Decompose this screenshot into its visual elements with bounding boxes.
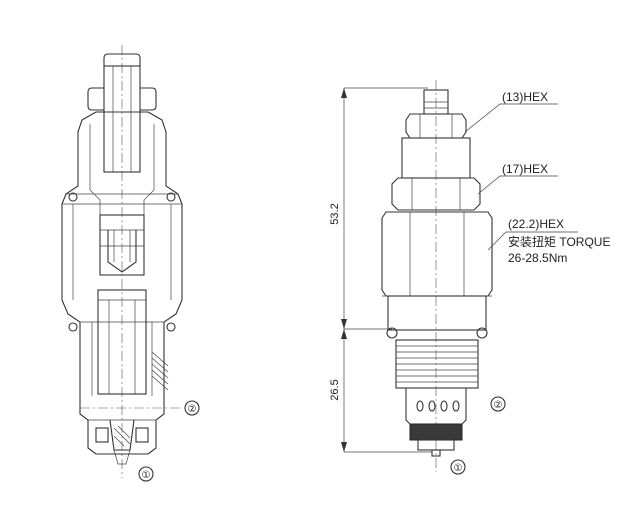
dim-arrow-3 [341,329,347,339]
locknut-left [87,87,104,111]
label-hex17: (17)HEX [502,162,548,176]
leader-hex22 [487,231,578,251]
seat-ring-right [135,427,149,443]
port2-label-left: ② [188,404,197,415]
port1-marker-right [450,459,466,475]
nozzle [109,419,135,451]
cross-hole-1 [416,400,424,412]
bonnet-outline-left [61,111,97,396]
seat-left [79,396,97,455]
stem-top [103,53,141,66]
dim-arrow-2 [341,319,347,329]
cross-hole-2 [428,400,436,412]
piston [97,289,147,395]
cross-hole-3 [440,400,448,412]
dim-upper-label: 53.2 [329,203,341,224]
oring-4 [166,322,176,332]
thread-hatch [151,351,169,391]
nose-pin [431,449,441,457]
section-view: ② ① [61,45,200,482]
external-view: 53.2 26.5 (13)HEX (17)HEX (22.2)HEX 安装扭矩… [329,80,610,475]
port2-marker-left [184,400,200,416]
poppet-tip [107,230,137,273]
cross-hole-4 [452,400,460,412]
bonnet-outline-right [147,111,183,396]
nose-seal [409,423,463,441]
oring-ext-left [386,327,398,339]
leader-hex13 [464,103,558,133]
thread-lines [396,345,478,383]
leader-hex17 [477,175,558,195]
dim-arrow-4 [341,442,347,452]
oring-ext-right [476,327,488,339]
hex22-body [381,211,493,297]
label-torque-value: 26-28.5Nm [508,251,567,265]
port2-marker-right [490,396,506,412]
label-hex13: (13)HEX [502,90,548,104]
locknut-right [140,87,157,111]
port1-label-right: ① [454,463,463,474]
oring-1 [68,192,78,202]
label-hex22: (22.2)HEX [508,217,564,231]
dim-lower-label: 26.5 [329,379,341,400]
label-torque: 安装扭矩 TORQUE [508,234,610,249]
seat-right [147,396,165,455]
seat-ring-left [95,427,109,443]
adjust-stem [103,65,141,173]
lower-collar [387,295,487,331]
oring-3 [68,322,78,332]
port1-marker-left [138,466,154,482]
dim-arrow-1 [341,88,347,98]
port1-label-left: ① [142,470,151,481]
hex17-nut [391,177,481,211]
oring-2 [166,192,176,202]
port2-label-right: ② [494,400,503,411]
